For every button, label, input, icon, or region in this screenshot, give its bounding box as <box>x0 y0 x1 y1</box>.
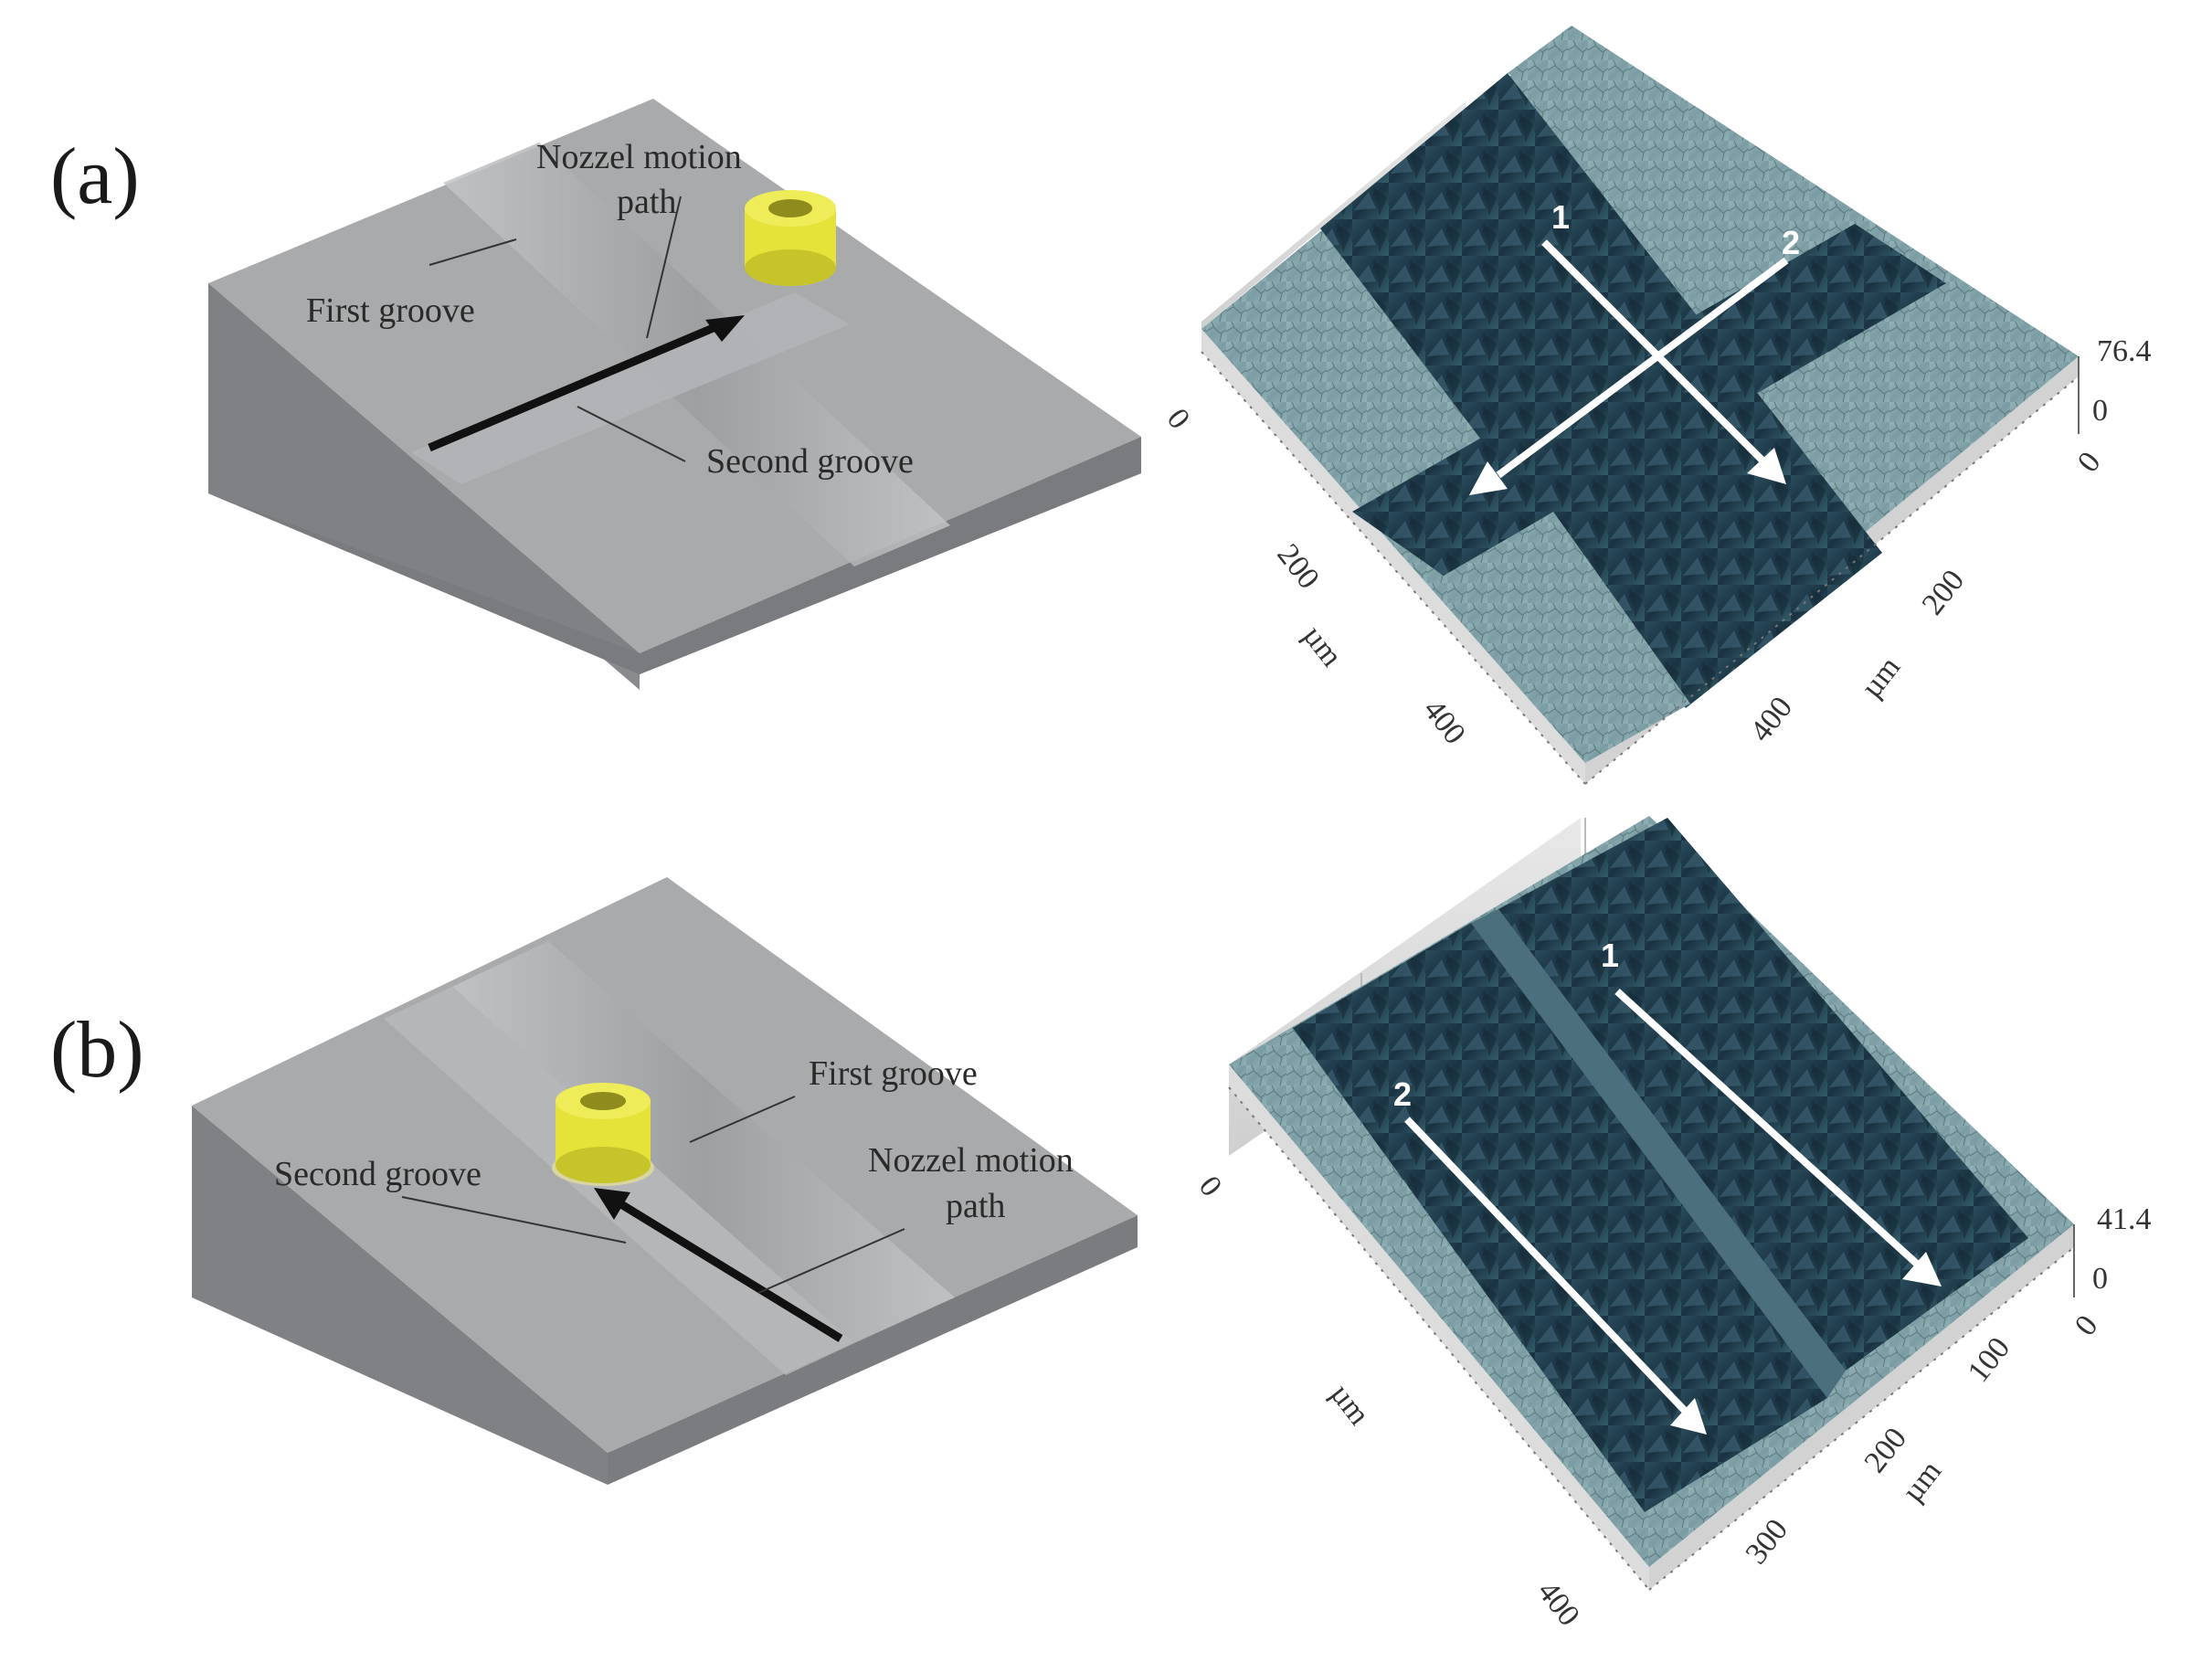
profile-b-z0-right: 0 <box>2069 1309 2105 1342</box>
leader-nozzle-b <box>757 1228 905 1294</box>
profile-a-x-unit: µm <box>1297 619 1349 673</box>
profile-a-path-label-2: 2 <box>1782 224 1800 261</box>
panel-b-label: (b) <box>50 1006 144 1095</box>
profile-b-zmax: 41.4 <box>2097 1202 2152 1236</box>
profile-b-groove-2 <box>1293 923 1827 1512</box>
profile-b <box>1229 816 2074 1590</box>
callout-nozzle-a-1: Nozzel motion <box>536 138 742 176</box>
arrow-head-b <box>594 1188 630 1220</box>
profile-b-left-wall <box>1229 1064 1649 1590</box>
profile-a-axes <box>1201 351 2080 785</box>
profile-b-z0-top: 0 <box>2092 1262 2108 1296</box>
callout-second-groove-b: Second groove <box>274 1155 482 1193</box>
nozzle-path-arrow-b <box>614 1198 843 1342</box>
profile-b-arrow-1 <box>1614 989 1921 1268</box>
profile-a-y-tick-1: 400 <box>1744 691 1800 748</box>
profile-b-y-tick-2: 300 <box>1740 1513 1795 1571</box>
profile-a-left-wall <box>1201 329 1585 784</box>
block-b-front-side <box>608 1215 1138 1485</box>
profile-a-arrowhead-2 <box>1469 461 1508 495</box>
nozzle-path-arrow-a <box>428 320 724 452</box>
profile-a-z0-right: 0 <box>2071 446 2108 479</box>
leader-first-groove-a <box>429 238 517 266</box>
first-groove-b <box>452 941 955 1343</box>
panel-a-label: (a) <box>50 132 140 221</box>
panel-b-block <box>192 877 1138 1485</box>
profile-b-axes <box>1228 1086 2075 1591</box>
profile-a-z0-top: 0 <box>2092 394 2108 428</box>
leader-first-groove-b <box>689 1096 796 1143</box>
profile-a-back-wall <box>1201 101 1466 329</box>
profile-a-y-unit: µm <box>1855 651 1908 704</box>
profile-a-arrow-1 <box>1541 239 1766 464</box>
profile-a-plateau-bottom <box>1462 512 1690 763</box>
panel-a-block <box>208 99 1141 690</box>
leader-second-groove-b <box>401 1196 627 1244</box>
block-a-left-side <box>208 283 640 674</box>
profile-b-groove-1 <box>1498 818 2028 1371</box>
profile-b-x-unit: µm <box>1324 1378 1377 1432</box>
profile-b-ridge <box>1471 909 1846 1398</box>
nozzle-a <box>745 190 836 286</box>
profile-a-arrowhead-1 <box>1747 448 1786 484</box>
profile-b-arrowhead-2 <box>1670 1398 1707 1435</box>
profile-a-x-tick-2: 400 <box>1416 694 1472 751</box>
profile-b-arrowhead-1 <box>1902 1252 1942 1287</box>
leader-second-groove-a <box>577 406 686 462</box>
callout-nozzle-b-1: Nozzel motion <box>868 1141 1074 1180</box>
profile-a-y-tick-0: 200 <box>1916 564 1972 621</box>
profile-a-plateau-top <box>1508 26 1773 206</box>
callout-nozzle-a-2: path <box>617 183 676 221</box>
profile-a-x-tick-1: 200 <box>1270 538 1326 596</box>
profile-b-front-wall <box>1649 1224 2074 1590</box>
profile-a-path-label-1: 1 <box>1551 198 1570 236</box>
arrow-head-a <box>705 315 745 342</box>
leader-nozzle-a <box>646 196 682 339</box>
block-b-left-side <box>192 1106 608 1485</box>
second-groove-a <box>411 292 850 484</box>
callout-nozzle-b-2: path <box>946 1187 1005 1225</box>
profile-b-x-tick-1: 400 <box>1530 1575 1586 1633</box>
profile-a-x-tick-0: 0 <box>1160 402 1197 435</box>
profile-b-path-label-2: 2 <box>1393 1075 1412 1113</box>
callout-second-groove-a: Second groove <box>706 442 914 481</box>
profile-b-path-label-1: 1 <box>1601 937 1619 974</box>
profile-a-arrow-2 <box>1496 257 1789 479</box>
profile-a-zmax: 76.4 <box>2097 334 2152 368</box>
profile-b-y-tick-0: 100 <box>1962 1331 2017 1389</box>
profile-b-x-tick-0: 0 <box>1192 1170 1229 1202</box>
profile-b-y-tick-1: 200 <box>1858 1422 1914 1479</box>
nozzle-b <box>552 1083 654 1186</box>
profile-a <box>1201 26 2079 784</box>
profile-b-arrow-2 <box>1404 1117 1688 1414</box>
profile-b-y-unit: µm <box>1896 1455 1949 1509</box>
callout-first-groove-a: First groove <box>306 291 475 330</box>
callout-first-groove-b: First groove <box>809 1054 978 1093</box>
